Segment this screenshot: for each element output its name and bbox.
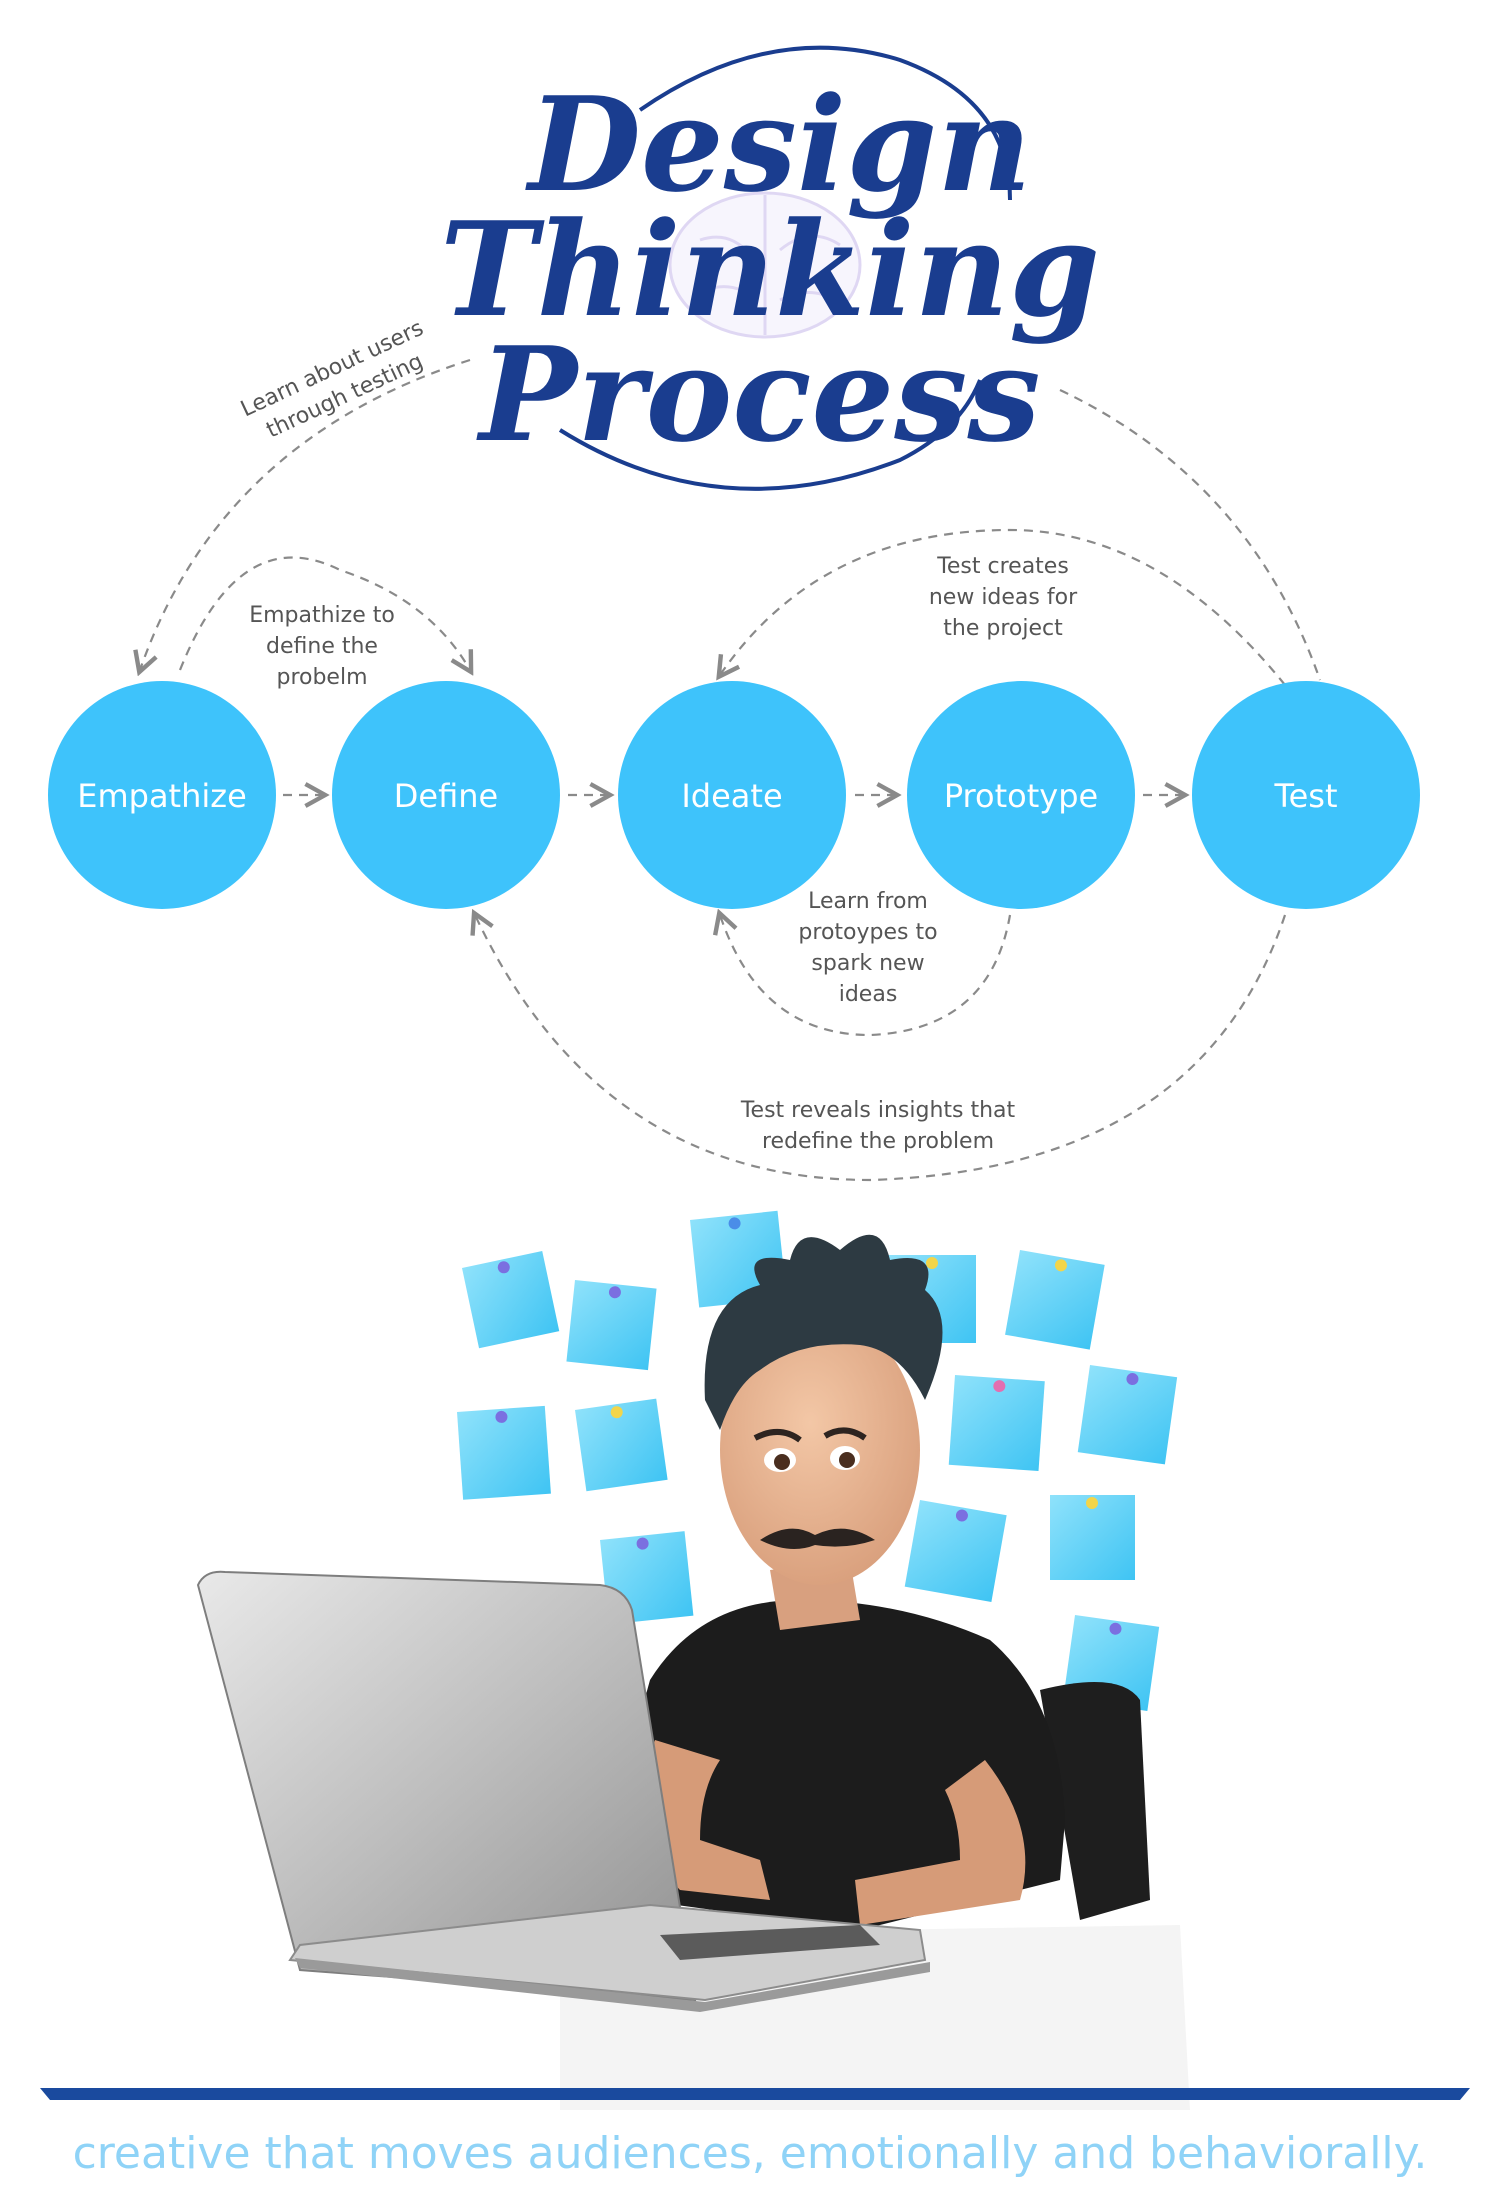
note-line: define the — [266, 634, 378, 659]
note-line: Test reveals insights that — [740, 1098, 1016, 1123]
stage-define: Define — [332, 681, 560, 909]
brain-icon — [668, 191, 862, 339]
stage-empathize: Empathize — [48, 681, 276, 909]
note-line: probelm — [276, 665, 367, 690]
note-line: protoypes to — [798, 920, 937, 945]
arrow-test-to-ideate — [720, 528, 1286, 686]
note-test-reveals: Test reveals insights that redefine the … — [740, 1098, 1016, 1154]
note-learn-from-prototypes: Learn from protoypes to spark new ideas — [798, 889, 937, 1007]
note-line: redefine the problem — [762, 1129, 994, 1154]
arrow-empathize-to-define — [178, 556, 470, 671]
laptop — [196, 1570, 930, 2012]
stage-label: Ideate — [681, 777, 782, 815]
note-line: Learn from — [808, 889, 928, 914]
arrow-test-to-empathize — [140, 358, 471, 670]
arrow-test-to-define — [475, 915, 1287, 1182]
note-line: the project — [943, 616, 1063, 641]
title-emblem: Design Thinking Process — [440, 45, 1100, 491]
designer-right-arm — [855, 1760, 1026, 1925]
note-test-creates-ideas: Test creates new ideas for the project — [929, 554, 1078, 641]
designer-head — [704, 1234, 943, 1585]
designer-left-arm — [642, 1740, 770, 1900]
stage-test: Test — [1192, 681, 1420, 909]
title-line-2: Thinking — [440, 193, 1100, 346]
chair — [1040, 1682, 1150, 1920]
title-line-1: Design — [524, 68, 1031, 221]
tagline: creative that moves audiences, emotional… — [72, 2128, 1428, 2179]
note-line: spark new — [811, 951, 924, 976]
stage-prototype: Prototype — [907, 681, 1135, 909]
designer-torso — [632, 1600, 1065, 1930]
designer-illustration — [196, 1210, 1190, 2110]
stage-label: Prototype — [944, 777, 1098, 815]
note-line: Empathize to — [249, 603, 395, 628]
stage-label: Define — [394, 777, 498, 815]
emblem-arc-bottom — [558, 379, 982, 491]
note-line: ideas — [839, 982, 898, 1007]
arrow-test-up — [1059, 389, 1322, 681]
title-line-3: Process — [475, 318, 1040, 471]
arrow-prototype-to-ideate — [720, 915, 1012, 1037]
note-line: Test creates — [936, 554, 1069, 579]
stage-label: Empathize — [77, 777, 247, 815]
emblem-arc-top — [638, 45, 1012, 201]
note-empathize-to-define: Empathize to define the probelm — [249, 603, 395, 690]
footer-rule — [40, 2088, 1470, 2100]
note-line: new ideas for — [929, 585, 1078, 610]
stage-ideate: Ideate — [618, 681, 846, 909]
stage-circles: Empathize Define Ideate Prototype Test — [48, 681, 1420, 909]
stage-label: Test — [1273, 777, 1337, 815]
feedback-arrows — [140, 358, 1322, 1182]
